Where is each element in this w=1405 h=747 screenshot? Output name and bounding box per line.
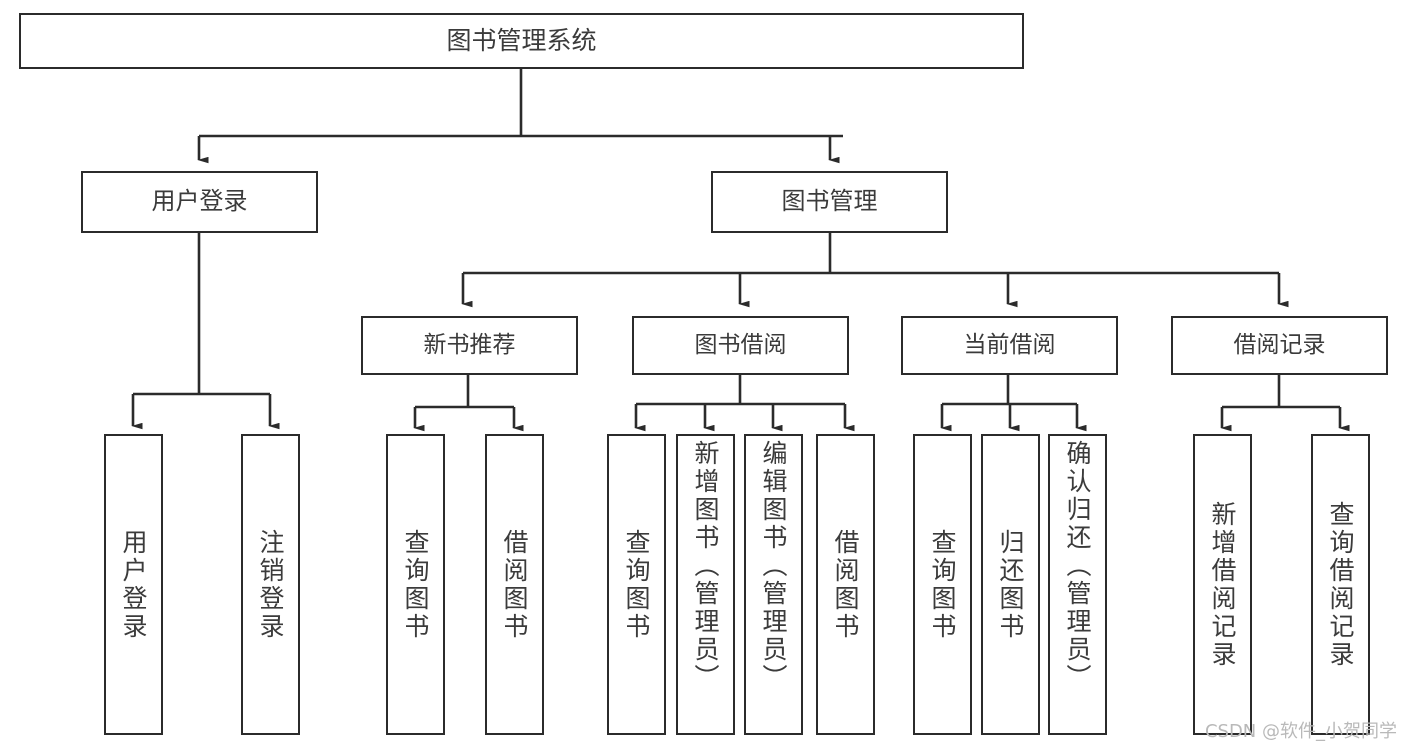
leaf-borrow-book[interactable]: 借阅图书	[816, 434, 875, 735]
leaf-borrow-book-recommend-label: 借阅图书	[500, 528, 529, 641]
leaf-query-book-borrow[interactable]: 查询图书	[607, 434, 666, 735]
leaf-query-borrow-record[interactable]: 查询借阅记录	[1311, 434, 1370, 735]
node-book-borrow[interactable]: 图书借阅	[632, 316, 849, 375]
node-borrow-record-label: 借阅记录	[1233, 332, 1326, 359]
leaf-borrow-book-label: 借阅图书	[831, 528, 860, 641]
node-user-login[interactable]: 用户登录	[81, 171, 318, 233]
leaf-query-book-current[interactable]: 查询图书	[913, 434, 972, 735]
node-new-book-recommend-label: 新书推荐	[423, 332, 516, 359]
leaf-add-book-admin[interactable]: 新增图书（管理员）	[676, 434, 735, 735]
leaf-return-book-label: 归还图书	[996, 528, 1025, 641]
node-book-management-label: 图书管理	[781, 187, 878, 216]
leaf-return-book[interactable]: 归还图书	[981, 434, 1040, 735]
leaf-query-book-borrow-label: 查询图书	[622, 528, 651, 641]
leaf-query-book-recommend-label: 查询图书	[401, 528, 430, 641]
leaf-add-borrow-record[interactable]: 新增借阅记录	[1193, 434, 1252, 735]
node-current-borrow[interactable]: 当前借阅	[901, 316, 1118, 375]
node-root[interactable]: 图书管理系统	[19, 13, 1024, 69]
leaf-user-logout[interactable]: 注销登录	[241, 434, 300, 735]
leaf-add-book-admin-label: 新增图书（管理员）	[691, 440, 720, 692]
node-borrow-record[interactable]: 借阅记录	[1171, 316, 1388, 375]
node-book-borrow-label: 图书借阅	[694, 332, 787, 359]
watermark-text: CSDN @软件_小贺同学	[1204, 721, 1397, 742]
node-current-borrow-label: 当前借阅	[963, 332, 1056, 359]
leaf-query-borrow-record-label: 查询借阅记录	[1326, 500, 1355, 669]
leaf-add-borrow-record-label: 新增借阅记录	[1208, 500, 1237, 669]
node-user-login-label: 用户登录	[151, 187, 248, 216]
leaf-query-book-recommend[interactable]: 查询图书	[386, 434, 445, 735]
leaf-query-book-current-label: 查询图书	[928, 528, 957, 641]
leaf-user-logout-label: 注销登录	[256, 528, 285, 641]
leaf-edit-book-admin-label: 编辑图书（管理员）	[759, 440, 788, 692]
node-new-book-recommend[interactable]: 新书推荐	[361, 316, 578, 375]
leaf-user-login-label: 用户登录	[119, 528, 148, 641]
node-root-label: 图书管理系统	[446, 25, 597, 55]
leaf-confirm-return-admin-label: 确认归还（管理员）	[1063, 440, 1092, 692]
leaf-edit-book-admin[interactable]: 编辑图书（管理员）	[744, 434, 803, 735]
leaf-confirm-return-admin[interactable]: 确认归还（管理员）	[1048, 434, 1107, 735]
leaf-user-login[interactable]: 用户登录	[104, 434, 163, 735]
leaf-borrow-book-recommend[interactable]: 借阅图书	[485, 434, 544, 735]
node-book-management[interactable]: 图书管理	[711, 171, 948, 233]
